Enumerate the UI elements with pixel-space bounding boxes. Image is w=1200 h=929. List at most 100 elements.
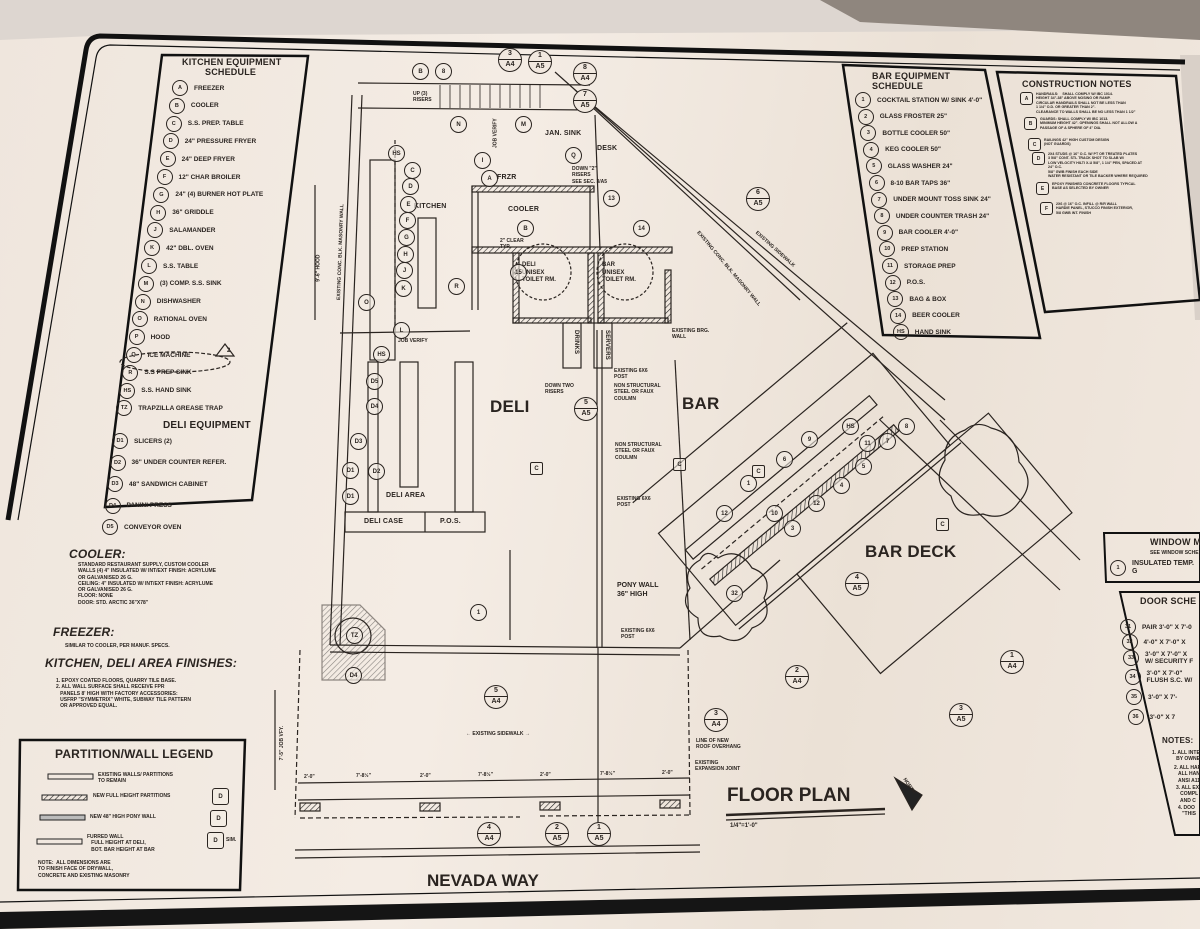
legend-new-full: NEW FULL HEIGHT PARTITIONS bbox=[93, 793, 171, 799]
door-item-tag: 36 bbox=[1127, 709, 1144, 725]
bar-item-tag: 3 bbox=[860, 125, 877, 142]
section-number: 7 bbox=[574, 90, 596, 101]
kitchen-item-tag: Q bbox=[125, 347, 142, 363]
deli-item-tag: D2 bbox=[109, 454, 126, 471]
kitchen-item-tag: G bbox=[153, 186, 170, 203]
bar-equipment-tag: HS bbox=[842, 418, 859, 435]
kitchen-item-tag: E bbox=[159, 151, 176, 168]
freezer-spec-text: SIMILAR TO COOLER, PER MANUF. SPECS. bbox=[65, 643, 170, 649]
equipment-tag: I bbox=[474, 152, 491, 169]
finishes-title: KITCHEN, DELI AREA FINISHES: bbox=[45, 656, 238, 670]
finish-tag: C bbox=[673, 458, 686, 471]
dimension-label: 2'-0" bbox=[420, 772, 431, 779]
equipment-tag: HS bbox=[373, 346, 390, 363]
note-hood: 9'-6" HOOD bbox=[315, 254, 322, 282]
room-deli-case: DELI CASE bbox=[364, 518, 404, 525]
section-sheet: A5 bbox=[594, 835, 604, 842]
kitchen-item-tag: HS bbox=[119, 382, 136, 399]
equipment-tag: E bbox=[400, 196, 417, 213]
note-tag: E bbox=[1036, 182, 1049, 195]
bar-item-tag: 6 bbox=[868, 175, 885, 191]
door-note: 3. ALL EX COMPL AND C bbox=[1176, 785, 1200, 804]
deli-item-tag: D4 bbox=[104, 497, 121, 514]
legend-detail-tag: D bbox=[210, 810, 227, 827]
door-note: 1. ALL INTER BY OWNE bbox=[1172, 750, 1200, 763]
note-dim-vert: 7'-5" JOB VFY. bbox=[279, 725, 286, 761]
bar-item-tag: HS bbox=[892, 324, 909, 341]
door-schedule-title: DOOR SCHE bbox=[1140, 596, 1197, 606]
kitchen-item-label: (3) COMP. S.S. SINK bbox=[159, 280, 222, 288]
note-up-risers: UP (3) RISERS bbox=[413, 91, 432, 104]
deli-item-label: CONVEYOR OVEN bbox=[124, 523, 182, 531]
dimension-label: 7'-8½" bbox=[478, 772, 493, 779]
section-number: 8 bbox=[574, 63, 596, 74]
kitchen-item-tag: O bbox=[131, 311, 148, 328]
bar-item-label: BOTTLE COOLER 50" bbox=[882, 129, 951, 137]
section-sheet: A5 bbox=[552, 835, 562, 842]
note-text: 2X6 @ 16" O.C. INFILL @ R/R WALL HARDIE … bbox=[1056, 202, 1134, 215]
note-text: GUARDS: SHALL COMPLY W/ IBC 1013. MINIMU… bbox=[1040, 117, 1138, 130]
equipment-tag: HS bbox=[388, 145, 405, 162]
equipment-tag: D4 bbox=[366, 398, 383, 415]
bar-equipment-tag: 6 bbox=[776, 451, 793, 468]
legend-furred: FURRED WALL FULL HEIGHT AT DELI, BOT. BA… bbox=[87, 834, 155, 853]
kitchen-item-tag: A bbox=[172, 80, 188, 96]
bar-item-label: STORAGE PREP bbox=[904, 262, 956, 270]
bar-item-label: BAR COOLER 4'-0" bbox=[898, 229, 959, 237]
deli-item-tag: D1 bbox=[112, 433, 128, 449]
bar-item-label: HAND SINK bbox=[914, 328, 951, 336]
bar-item-tag: 9 bbox=[876, 224, 893, 241]
bar-item-label: KEG COOLER 50" bbox=[885, 146, 941, 154]
kitchen-item: M (3) COMP. S.S. SINK bbox=[137, 275, 222, 292]
equipment-tag: D1 bbox=[342, 488, 359, 505]
freezer-spec-title: FREEZER: bbox=[53, 625, 115, 639]
bar-item-label: GLASS FROSTER 25" bbox=[879, 113, 948, 121]
bar-equipment-tag: 32 bbox=[726, 585, 743, 602]
note-down-risers: DOWN TWO RISERS bbox=[545, 383, 574, 396]
note-faux1: NON STRUCTURAL STEEL OR FAUX COULMN bbox=[614, 383, 661, 402]
section-sheet: A5 bbox=[581, 410, 591, 417]
note-existing-brg: EXISTING BRG. WALL bbox=[672, 328, 710, 341]
kitchen-item-tag: M bbox=[137, 275, 154, 292]
bar-item: 9 BAR COOLER 4'-0" bbox=[876, 224, 959, 241]
note-text: 2X4 STUDS @ 16" O.C. W/ PT OR TREATED PL… bbox=[1048, 152, 1148, 179]
section-number: 4 bbox=[846, 573, 868, 584]
bar-item-tag: 1 bbox=[855, 92, 871, 108]
equipment-tag: D5 bbox=[366, 373, 383, 390]
note-pony: PONY WALL 36" HIGH bbox=[617, 582, 659, 598]
bar-item-label: PREP STATION bbox=[901, 245, 949, 253]
door-item-tag: 35 bbox=[1126, 689, 1142, 705]
kitchen-item-label: 24" DEEP FRYER bbox=[181, 155, 235, 163]
bar-schedule-title: BAR EQUIPMENT bbox=[872, 71, 951, 81]
equipment-tag: F bbox=[399, 212, 416, 229]
section-number: 4 bbox=[478, 823, 500, 834]
note-scale: 1/4"=1'-0" bbox=[730, 823, 758, 829]
bar-equipment-tag: 8 bbox=[898, 418, 915, 435]
equipment-tag: B bbox=[517, 220, 534, 237]
bar-equipment-tag: 12 bbox=[716, 505, 733, 522]
window-tag: 1 bbox=[1110, 560, 1126, 577]
kitchen-item-tag: K bbox=[144, 240, 161, 257]
note-tag: A bbox=[1020, 92, 1033, 105]
equipment-tag: D3 bbox=[350, 433, 367, 450]
